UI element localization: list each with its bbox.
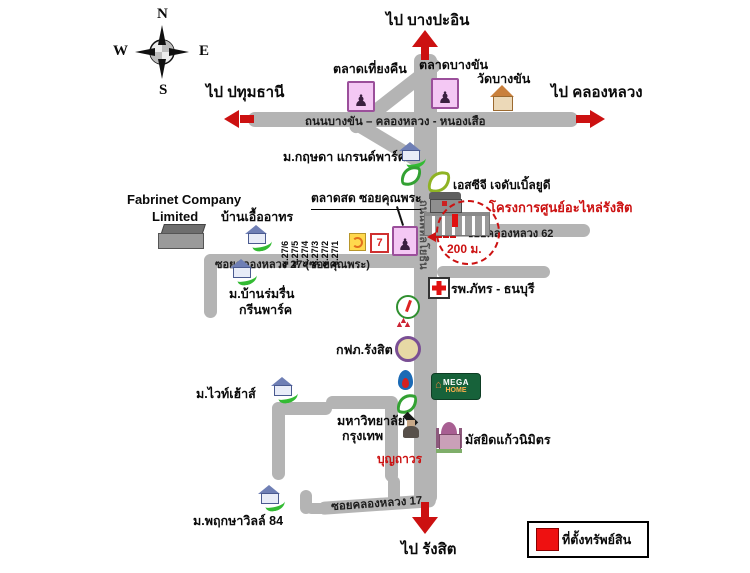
- arrow-down-icon: [412, 517, 438, 534]
- house-icon: [397, 142, 428, 170]
- label-freshmarket: ตลาดสด ซอยคุณพระ: [311, 189, 422, 210]
- label-project-rangsit-parts-center: โครงการศูนย์อะไหล่รังสิต: [489, 200, 633, 215]
- house-icon: [269, 377, 300, 405]
- label-mosque: มัสยิดแก้วนิมิตร: [465, 433, 551, 447]
- shop-icon: [349, 233, 366, 251]
- label-midnight-market: ตลาดเที่ยงคืน: [333, 62, 407, 76]
- road-hospital-stub: [437, 266, 550, 278]
- legend-box: ที่ตั้งทรัพย์สิน: [527, 521, 649, 558]
- market-icon: ♟: [347, 81, 375, 112]
- market-icon: ♟: [392, 226, 418, 256]
- arrow-left-icon: [224, 110, 239, 128]
- road-label-bangkhan: ถนนบางขัน – คลองหลวง - หนองเสือ: [305, 116, 486, 128]
- road-label-soi17: ซอยคลองหลวง 17: [330, 494, 423, 514]
- distance-arrow-icon: [427, 232, 436, 242]
- label-distance-200m: 200 ม.: [447, 242, 482, 256]
- graduate-icon: [401, 411, 421, 438]
- label-romruen-line2: กรีนพาร์ค: [239, 303, 293, 317]
- compass-n: N: [157, 6, 168, 22]
- compass-e: E: [199, 43, 210, 59]
- market-person-glyph: ♟: [397, 237, 413, 254]
- arrow-left-shaft: [240, 115, 254, 123]
- mosque-icon: [436, 421, 462, 454]
- label-bangkok-university-line1: มหาวิทยาลัย: [337, 414, 406, 428]
- label-bangkhan-temple: วัดบางขัน: [477, 72, 531, 86]
- megahome-text-2: HOME: [445, 387, 467, 395]
- seven-glyph: 7: [376, 236, 383, 249]
- road-whitehouse-loop-top: [272, 402, 332, 415]
- house-icon: [243, 225, 274, 253]
- road-soi27-elbow: [204, 254, 217, 318]
- direction-pathumthani: ไป ปทุมธานี: [206, 84, 285, 101]
- label-romruen-line1: ม.บ้านร่มรื่น: [229, 287, 295, 301]
- label-bangkok-university-line2: กรุงเทพ: [342, 429, 384, 443]
- megahome-text-1: MEGA: [443, 377, 469, 387]
- legend-label: ที่ตั้งทรัพย์สิน: [562, 533, 632, 547]
- road-whitehouse-loop-top2: [326, 396, 398, 409]
- house-icon: [228, 259, 259, 287]
- direction-bangpain: ไป บางปะอิน: [386, 12, 470, 29]
- distance-dash-line: [436, 236, 456, 238]
- circle-logo-icon: [395, 336, 421, 362]
- arrow-right-shaft: [576, 115, 590, 123]
- label-fabrinet-line2: Limited: [152, 209, 199, 224]
- pea-logo-icon: [396, 295, 420, 319]
- label-pruksa-ville: ม.พฤกษาวิลล์ 84: [193, 514, 284, 528]
- triangle-logo-icon: ▲: [399, 315, 408, 325]
- arrow-up-shaft: [421, 46, 429, 60]
- house-icon: [256, 485, 287, 513]
- label-uea-athon: บ้านเอื้ออาทร: [221, 210, 294, 224]
- label-soi-27-1: ซ.27/1: [330, 240, 340, 267]
- compass-rose-icon: [135, 25, 189, 79]
- road-whitehouse-loop-right: [385, 400, 398, 482]
- market-icon: ♟: [431, 78, 459, 109]
- label-boonthavorn: บุญถาวร: [377, 452, 423, 466]
- road-bangkhan: [248, 112, 578, 127]
- road-label-soi27: ซอยคลองหลวง 27 (ซอยคุณพระ): [215, 259, 370, 271]
- arrow-up-icon: [412, 30, 438, 47]
- compass-s: S: [159, 82, 168, 98]
- direction-rangsit: ไป รังสิต: [401, 541, 457, 558]
- market-person-glyph: ♟: [353, 93, 369, 110]
- hospital-cross-icon: [428, 277, 450, 299]
- megahome-house-glyph: ⌂: [435, 379, 442, 391]
- compass-w: W: [113, 43, 128, 59]
- label-krisda-grandpark: ม.กฤษดา แกรนด์พาร์ค: [283, 150, 407, 164]
- label-fabrinet-line1: Fabrinet Company: [127, 192, 242, 207]
- ptt-flame-icon: [398, 370, 413, 390]
- market-person-glyph: ♟: [437, 90, 453, 107]
- label-whitehouse: ม.ไวท์เฮ้าส์: [196, 387, 256, 401]
- road-soi27: [204, 254, 437, 268]
- highlight-ellipse: [436, 200, 500, 265]
- label-bangkhan-market: ตลาดบางขัน: [419, 58, 489, 72]
- factory-icon: [158, 224, 206, 254]
- label-hospital: รพ.ภัทร - ธนบุรี: [451, 282, 535, 296]
- megahome-logo: ⌂ MEGA HOME: [431, 373, 481, 400]
- arrow-down-shaft: [421, 502, 429, 518]
- temple-icon: [487, 85, 517, 111]
- road-whitehouse-loop-left: [272, 402, 285, 480]
- arrow-right-icon: [590, 110, 605, 128]
- label-pea-rangsit: กฟภ.รังสิต: [336, 343, 393, 357]
- legend-property-marker-swatch: [536, 528, 559, 551]
- label-scg-jwd: เอสซีจี เจดับเบิ้ลยูดี: [453, 178, 551, 192]
- seven-eleven-icon: 7: [370, 233, 389, 253]
- direction-khlongluang: ไป คลองหลวง: [551, 84, 643, 101]
